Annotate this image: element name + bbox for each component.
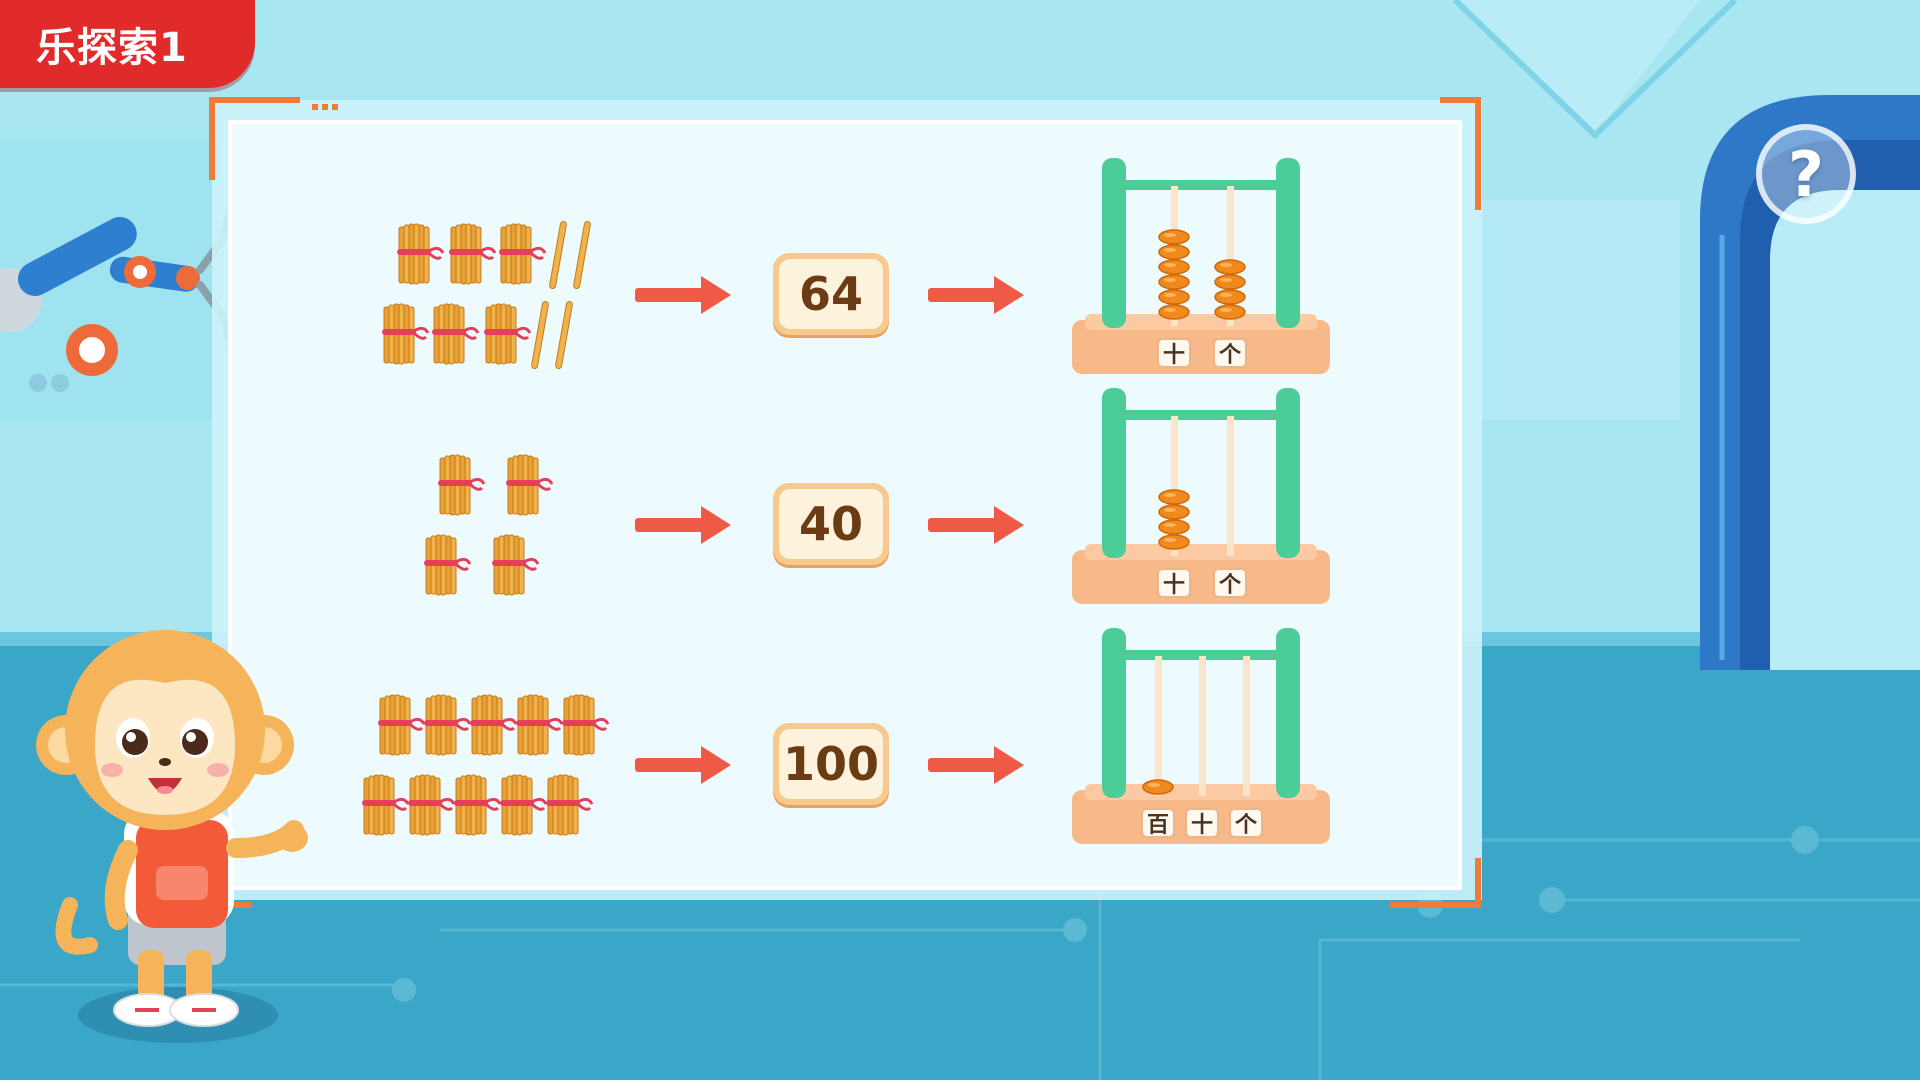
number-value: 40: [779, 489, 883, 559]
place-label-ones: 个: [1213, 338, 1247, 368]
place-label-tens: 十: [1157, 338, 1191, 368]
number-box-row2: 40: [773, 483, 889, 565]
number-box-row1: 64: [773, 253, 889, 335]
place-label-hundreds: 百: [1141, 808, 1175, 838]
number-value: 64: [779, 259, 883, 329]
help-button[interactable]: ?: [1756, 124, 1856, 224]
place-label-tens: 十: [1157, 568, 1191, 598]
place-label-ones: 个: [1229, 808, 1263, 838]
place-label-tens: 十: [1185, 808, 1219, 838]
number-box-row3: 100: [773, 723, 889, 805]
help-question-icon: ?: [1788, 138, 1824, 211]
page-title: 乐探索1: [0, 0, 255, 88]
place-label-ones: 个: [1213, 568, 1247, 598]
page-title-text: 乐探索1: [36, 15, 188, 73]
number-value: 100: [779, 729, 883, 799]
